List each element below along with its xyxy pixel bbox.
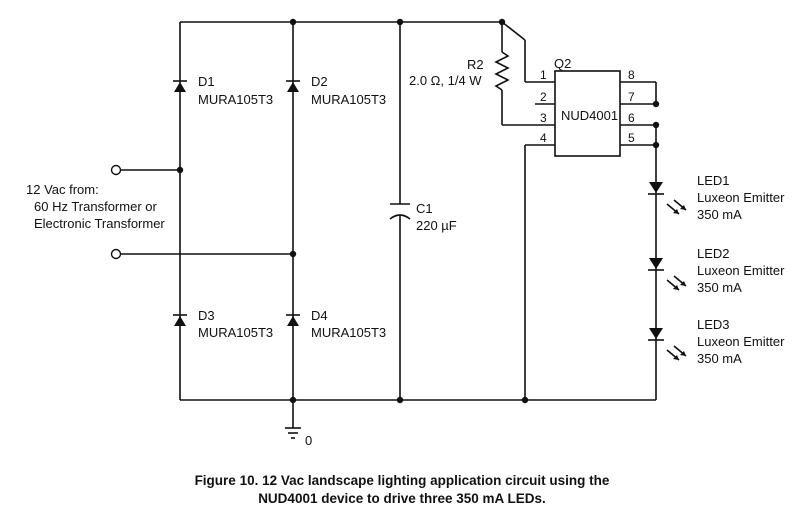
svg-text:C1: C1 <box>416 201 433 216</box>
svg-text:220 µF: 220 µF <box>416 218 457 233</box>
led-1: LED1 Luxeon Emitter 350 mA <box>648 173 785 222</box>
svg-text:MURA105T3: MURA105T3 <box>198 92 273 107</box>
junction-dots <box>176 18 660 404</box>
svg-text:60 Hz Transformer or: 60 Hz Transformer or <box>34 199 157 214</box>
svg-text:5: 5 <box>628 131 635 145</box>
svg-text:D1: D1 <box>198 74 215 89</box>
svg-text:MURA105T3: MURA105T3 <box>311 325 386 340</box>
svg-text:350 mA: 350 mA <box>697 280 742 295</box>
svg-text:LED2: LED2 <box>697 246 730 261</box>
input-label: 12 Vac from: 60 Hz Transformer or Electr… <box>26 182 165 231</box>
svg-text:Luxeon Emitter: Luxeon Emitter <box>697 263 785 278</box>
svg-text:Luxeon Emitter: Luxeon Emitter <box>697 334 785 349</box>
svg-text:2: 2 <box>540 90 547 104</box>
diode-d3: D3 MURA105T3 <box>173 308 273 340</box>
svg-text:Electronic Transformer: Electronic Transformer <box>34 216 165 231</box>
caption-line-1: Figure 10. 12 Vac landscape lighting app… <box>194 473 610 488</box>
ic-q2: Q2 NUD4001 1 2 3 4 8 7 6 5 <box>540 56 635 157</box>
svg-text:MURA105T3: MURA105T3 <box>311 92 386 107</box>
svg-text:MURA105T3: MURA105T3 <box>198 325 273 340</box>
diode-d2: D2 MURA105T3 <box>286 74 386 107</box>
caption-line-2: NUD4001 device to drive three 350 mA LED… <box>258 491 546 506</box>
input-terminals <box>110 164 122 260</box>
diode-d1: D1 MURA105T3 <box>173 74 273 107</box>
figure-caption: Figure 10. 12 Vac landscape lighting app… <box>0 472 804 508</box>
svg-text:6: 6 <box>628 111 635 125</box>
svg-text:LED3: LED3 <box>697 317 730 332</box>
svg-text:D3: D3 <box>198 308 215 323</box>
ground-symbol: 0 <box>285 427 312 448</box>
svg-text:NUD4001: NUD4001 <box>561 108 618 123</box>
svg-text:R2: R2 <box>467 57 484 72</box>
svg-text:1: 1 <box>540 68 547 82</box>
svg-text:3: 3 <box>540 111 547 125</box>
led-3: LED3 Luxeon Emitter 350 mA <box>648 317 785 366</box>
svg-text:LED1: LED1 <box>697 173 730 188</box>
diode-d4: D4 MURA105T3 <box>286 308 386 340</box>
svg-text:7: 7 <box>628 90 635 104</box>
capacitor-c1: C1 220 µF <box>389 201 457 233</box>
svg-text:350 mA: 350 mA <box>697 207 742 222</box>
svg-text:2.0 Ω, 1/4 W: 2.0 Ω, 1/4 W <box>409 73 482 88</box>
resistor-r2: R2 2.0 Ω, 1/4 W <box>409 51 510 91</box>
led-2: LED2 Luxeon Emitter 350 mA <box>648 246 785 295</box>
svg-text:8: 8 <box>628 68 635 82</box>
svg-text:D2: D2 <box>311 74 328 89</box>
svg-text:Luxeon Emitter: Luxeon Emitter <box>697 190 785 205</box>
svg-text:12 Vac from:: 12 Vac from: <box>26 182 99 197</box>
svg-text:350 mA: 350 mA <box>697 351 742 366</box>
svg-text:D4: D4 <box>311 308 328 323</box>
svg-text:Q2: Q2 <box>554 56 571 71</box>
svg-text:4: 4 <box>540 131 547 145</box>
svg-text:0: 0 <box>305 433 312 448</box>
